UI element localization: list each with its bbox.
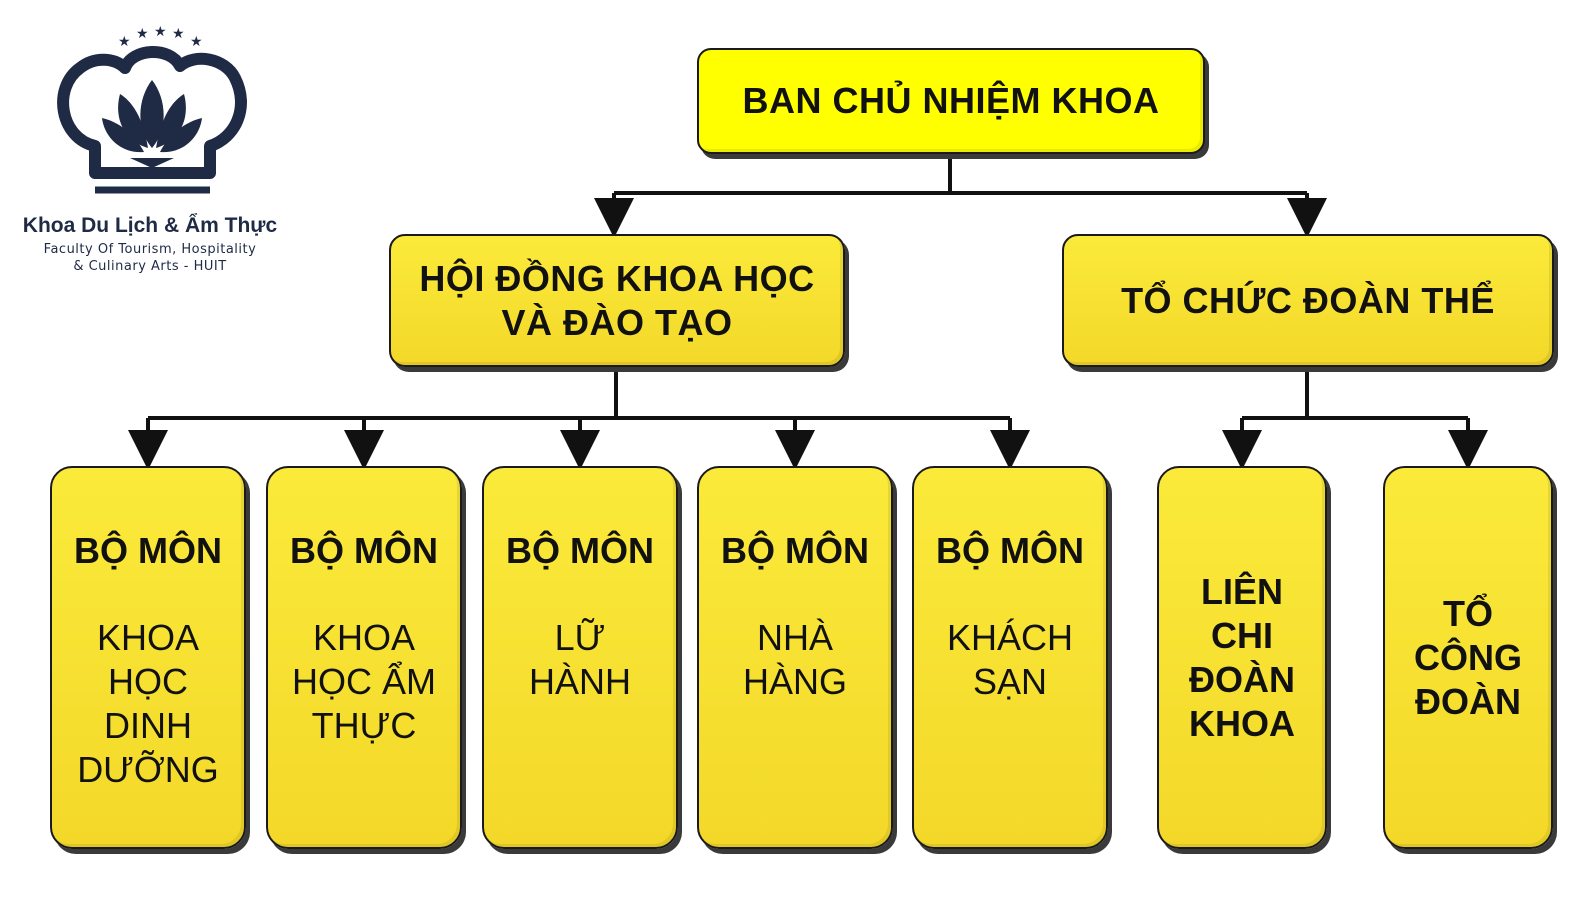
department-name-line: DƯỠNG	[77, 749, 219, 790]
faculty-logo: ★ ★ ★ ★ ★ Khoa Du Lịch & Ẩm Thực Faculty…	[20, 18, 280, 278]
department-name-line: LỮ	[554, 617, 606, 658]
organization-name-line: CÔNG	[1414, 636, 1522, 678]
department-name-line: DINH	[104, 705, 192, 746]
logo-subtitle-line1: Faculty Of Tourism, Hospitality	[43, 242, 257, 257]
union-organizations-label: TỔ CHỨC ĐOÀN THỂ	[1121, 279, 1495, 321]
science-council-line1: HỘI ĐỒNG KHOA HỌC	[419, 258, 815, 300]
logo-subtitle-line2: & Culinary Arts - HUIT	[73, 259, 227, 274]
svg-text:★: ★	[190, 34, 203, 50]
department-heading: BỘ MÔN	[936, 530, 1084, 571]
department-box-hotel: BỘ MÔN KHÁCH SẠN	[912, 466, 1108, 849]
department-box-nutrition: BỘ MÔN KHOA HỌC DINH DƯỠNG	[50, 466, 246, 849]
science-council-line2: VÀ ĐÀO TẠO	[501, 301, 733, 343]
svg-text:★: ★	[154, 24, 167, 40]
organization-name-line: TỔ	[1443, 592, 1493, 634]
department-name-line: HỌC	[108, 661, 188, 702]
department-heading: BỘ MÔN	[290, 530, 438, 571]
department-name-line: HÀNG	[742, 661, 847, 702]
department-box-culinary: BỘ MÔN KHOA HỌC ẨM THỰC	[266, 466, 462, 849]
department-heading: BỘ MÔN	[74, 530, 222, 571]
organization-name-line: ĐOÀN	[1415, 680, 1521, 722]
organization-name-line: KHOA	[1189, 702, 1295, 744]
organization-name-line: LIÊN	[1200, 570, 1283, 612]
svg-text:★: ★	[172, 26, 185, 42]
department-heading: BỘ MÔN	[721, 530, 869, 571]
chef-hat-lotus-icon: ★ ★ ★ ★ ★	[57, 24, 247, 194]
department-name-line: HỌC ẨM	[292, 661, 436, 702]
department-name-line: KHOA	[96, 617, 200, 658]
science-council-box: HỘI ĐỒNG KHOA HỌC VÀ ĐÀO TẠO	[389, 234, 845, 367]
organization-name-line: CHI	[1211, 614, 1273, 656]
svg-text:★: ★	[118, 34, 131, 50]
department-box-restaurant: BỘ MÔN NHÀ HÀNG	[697, 466, 893, 849]
department-name-line: SẠN	[972, 661, 1048, 702]
trade-union-box: TỔ CÔNG ĐOÀN	[1383, 466, 1553, 849]
organization-name-line: ĐOÀN	[1189, 658, 1295, 700]
department-name-line: THỰC	[311, 705, 417, 746]
department-box-travel: BỘ MÔN LỮ HÀNH	[482, 466, 678, 849]
logo-title: Khoa Du Lịch & Ẩm Thực	[22, 214, 278, 237]
union-organizations-box: TỔ CHỨC ĐOÀN THỂ	[1062, 234, 1554, 367]
department-name-line: NHÀ	[756, 617, 833, 658]
department-name-line: HÀNH	[528, 661, 631, 702]
faculty-board-label: BAN CHỦ NHIỆM KHOA	[742, 80, 1160, 122]
department-name-line: KHÁCH	[946, 617, 1074, 658]
department-name-line: KHOA	[312, 617, 416, 658]
svg-text:★: ★	[136, 26, 149, 42]
department-heading: BỘ MÔN	[506, 530, 654, 571]
faculty-board-box: BAN CHỦ NHIỆM KHOA	[697, 48, 1205, 154]
youth-union-box: LIÊN CHI ĐOÀN KHOA	[1157, 466, 1327, 849]
